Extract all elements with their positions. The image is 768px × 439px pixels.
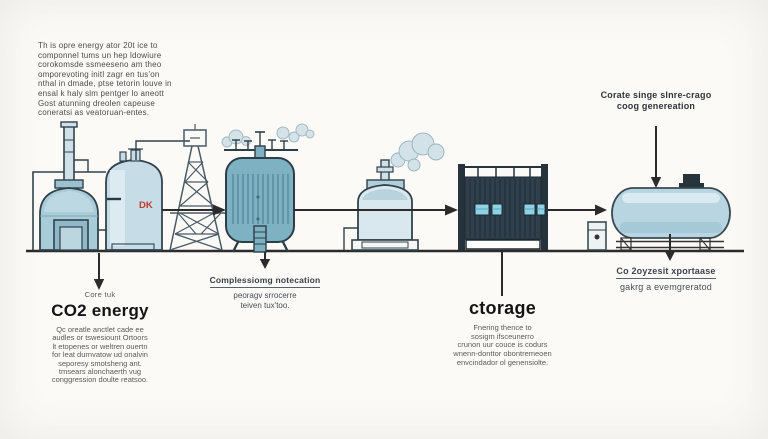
absorber-tank (224, 131, 298, 253)
down-arrow-co2 (93, 253, 105, 290)
intro-line: Gost atunning dreolen capeuse (38, 98, 155, 108)
down-arrow-transport (664, 234, 676, 261)
storage-title: ctorage (468, 298, 537, 318)
transmission-tower (169, 124, 226, 251)
intro-line: corokomsde ssmeeseno am theo (38, 60, 162, 70)
vertical-tank (105, 140, 190, 251)
co2-body: Qc oreatle anctlet cade ee audles or tsw… (22, 325, 178, 385)
flow-arrow-2 (294, 204, 458, 216)
co2-body-line: audles or tswesiount Ortoors (52, 333, 148, 343)
intro-line: componnel tums un hep ldowiure (38, 50, 162, 60)
co2-energy-block: Core tuk CO2 energy Qc oreatle anctlet c… (22, 290, 178, 385)
storage-block: ctorage Fnering thence to sosigm ifsceun… (420, 298, 585, 367)
compression-line: peoragv srrocerre (233, 291, 297, 300)
absorber-smoke (221, 123, 315, 148)
intro-line: Th is opre energy ator 20t ice to (38, 41, 158, 50)
tank-red-label: DK (139, 200, 153, 211)
storage-body-line: sosigm ifsceunerro (471, 331, 534, 341)
transport-title: Co 2oyzesit xportaase (616, 266, 716, 279)
intro-line: nthal in dmade, ptse tetorin louve in (38, 79, 172, 89)
storage-body-line: crunon uur couce is codurs (457, 340, 548, 350)
down-arrow-compression (259, 252, 271, 269)
flow-arrow-1 (162, 204, 226, 216)
intro-line: ensal k haly slm pentger lo aneott (38, 88, 164, 98)
compression-block: Complessiomg notecation peoragv srrocerr… (190, 270, 340, 311)
boiler-unit (32, 121, 115, 251)
co2-body-line: Qc oreatle anctlet cade ee (56, 325, 144, 334)
compression-body: peoragv srrocerre teiven tux'too. (190, 291, 340, 311)
intro-paragraph: Th is opre energy ator 20t ice to compon… (38, 41, 210, 118)
co2-body-line: seporesy smotsheng ant. (58, 358, 142, 368)
co2-body-line: lt etopenes or weltren ouertn (52, 341, 148, 351)
storage-tank (611, 174, 731, 251)
co2-body-line: tmsears alonchaerth vug (58, 366, 142, 376)
co2-body-line: conggression doulte reatsoo. (51, 375, 149, 385)
generation-label: Corate singe slnre-crago coog genereatio… (580, 90, 732, 113)
flow-arrow-3 (548, 204, 607, 216)
storage-body-line: envcindador ol genensiolte. (456, 357, 549, 367)
storage-body: Fnering thence to sosigm ifsceunerro cru… (420, 323, 585, 367)
intro-line: omporevoting initl zagr en tus'on (38, 69, 160, 79)
intro-line: coneratsi as veatoruan-entes. (38, 108, 150, 118)
transport-block: Co 2oyzesit xportaase gakrg a evemgrerat… (586, 261, 746, 292)
pump-box (587, 221, 607, 251)
generation-label-line: Corate singe slnre-crago (600, 90, 712, 100)
container-unit (458, 164, 548, 250)
compression-title: Complessiomg notecation (209, 275, 321, 288)
storage-body-line: Fnering thence to (473, 323, 532, 332)
storage-body-line: wnenn-donttor obontremeoen (453, 348, 552, 358)
co2-caption: Core tuk (84, 290, 116, 299)
condenser-smoke (390, 132, 445, 172)
co2-body-line: for leat durnvatow ud onalvin (52, 350, 148, 360)
compression-line: teiven tux'too. (240, 301, 290, 310)
transport-subtitle: gakrg a evemgreratod (619, 282, 713, 292)
down-arrow-generation (650, 126, 662, 188)
generation-label-line: coog genereation (616, 101, 696, 112)
co2-title: CO2 energy (51, 301, 149, 320)
condenser-tank (343, 159, 419, 251)
